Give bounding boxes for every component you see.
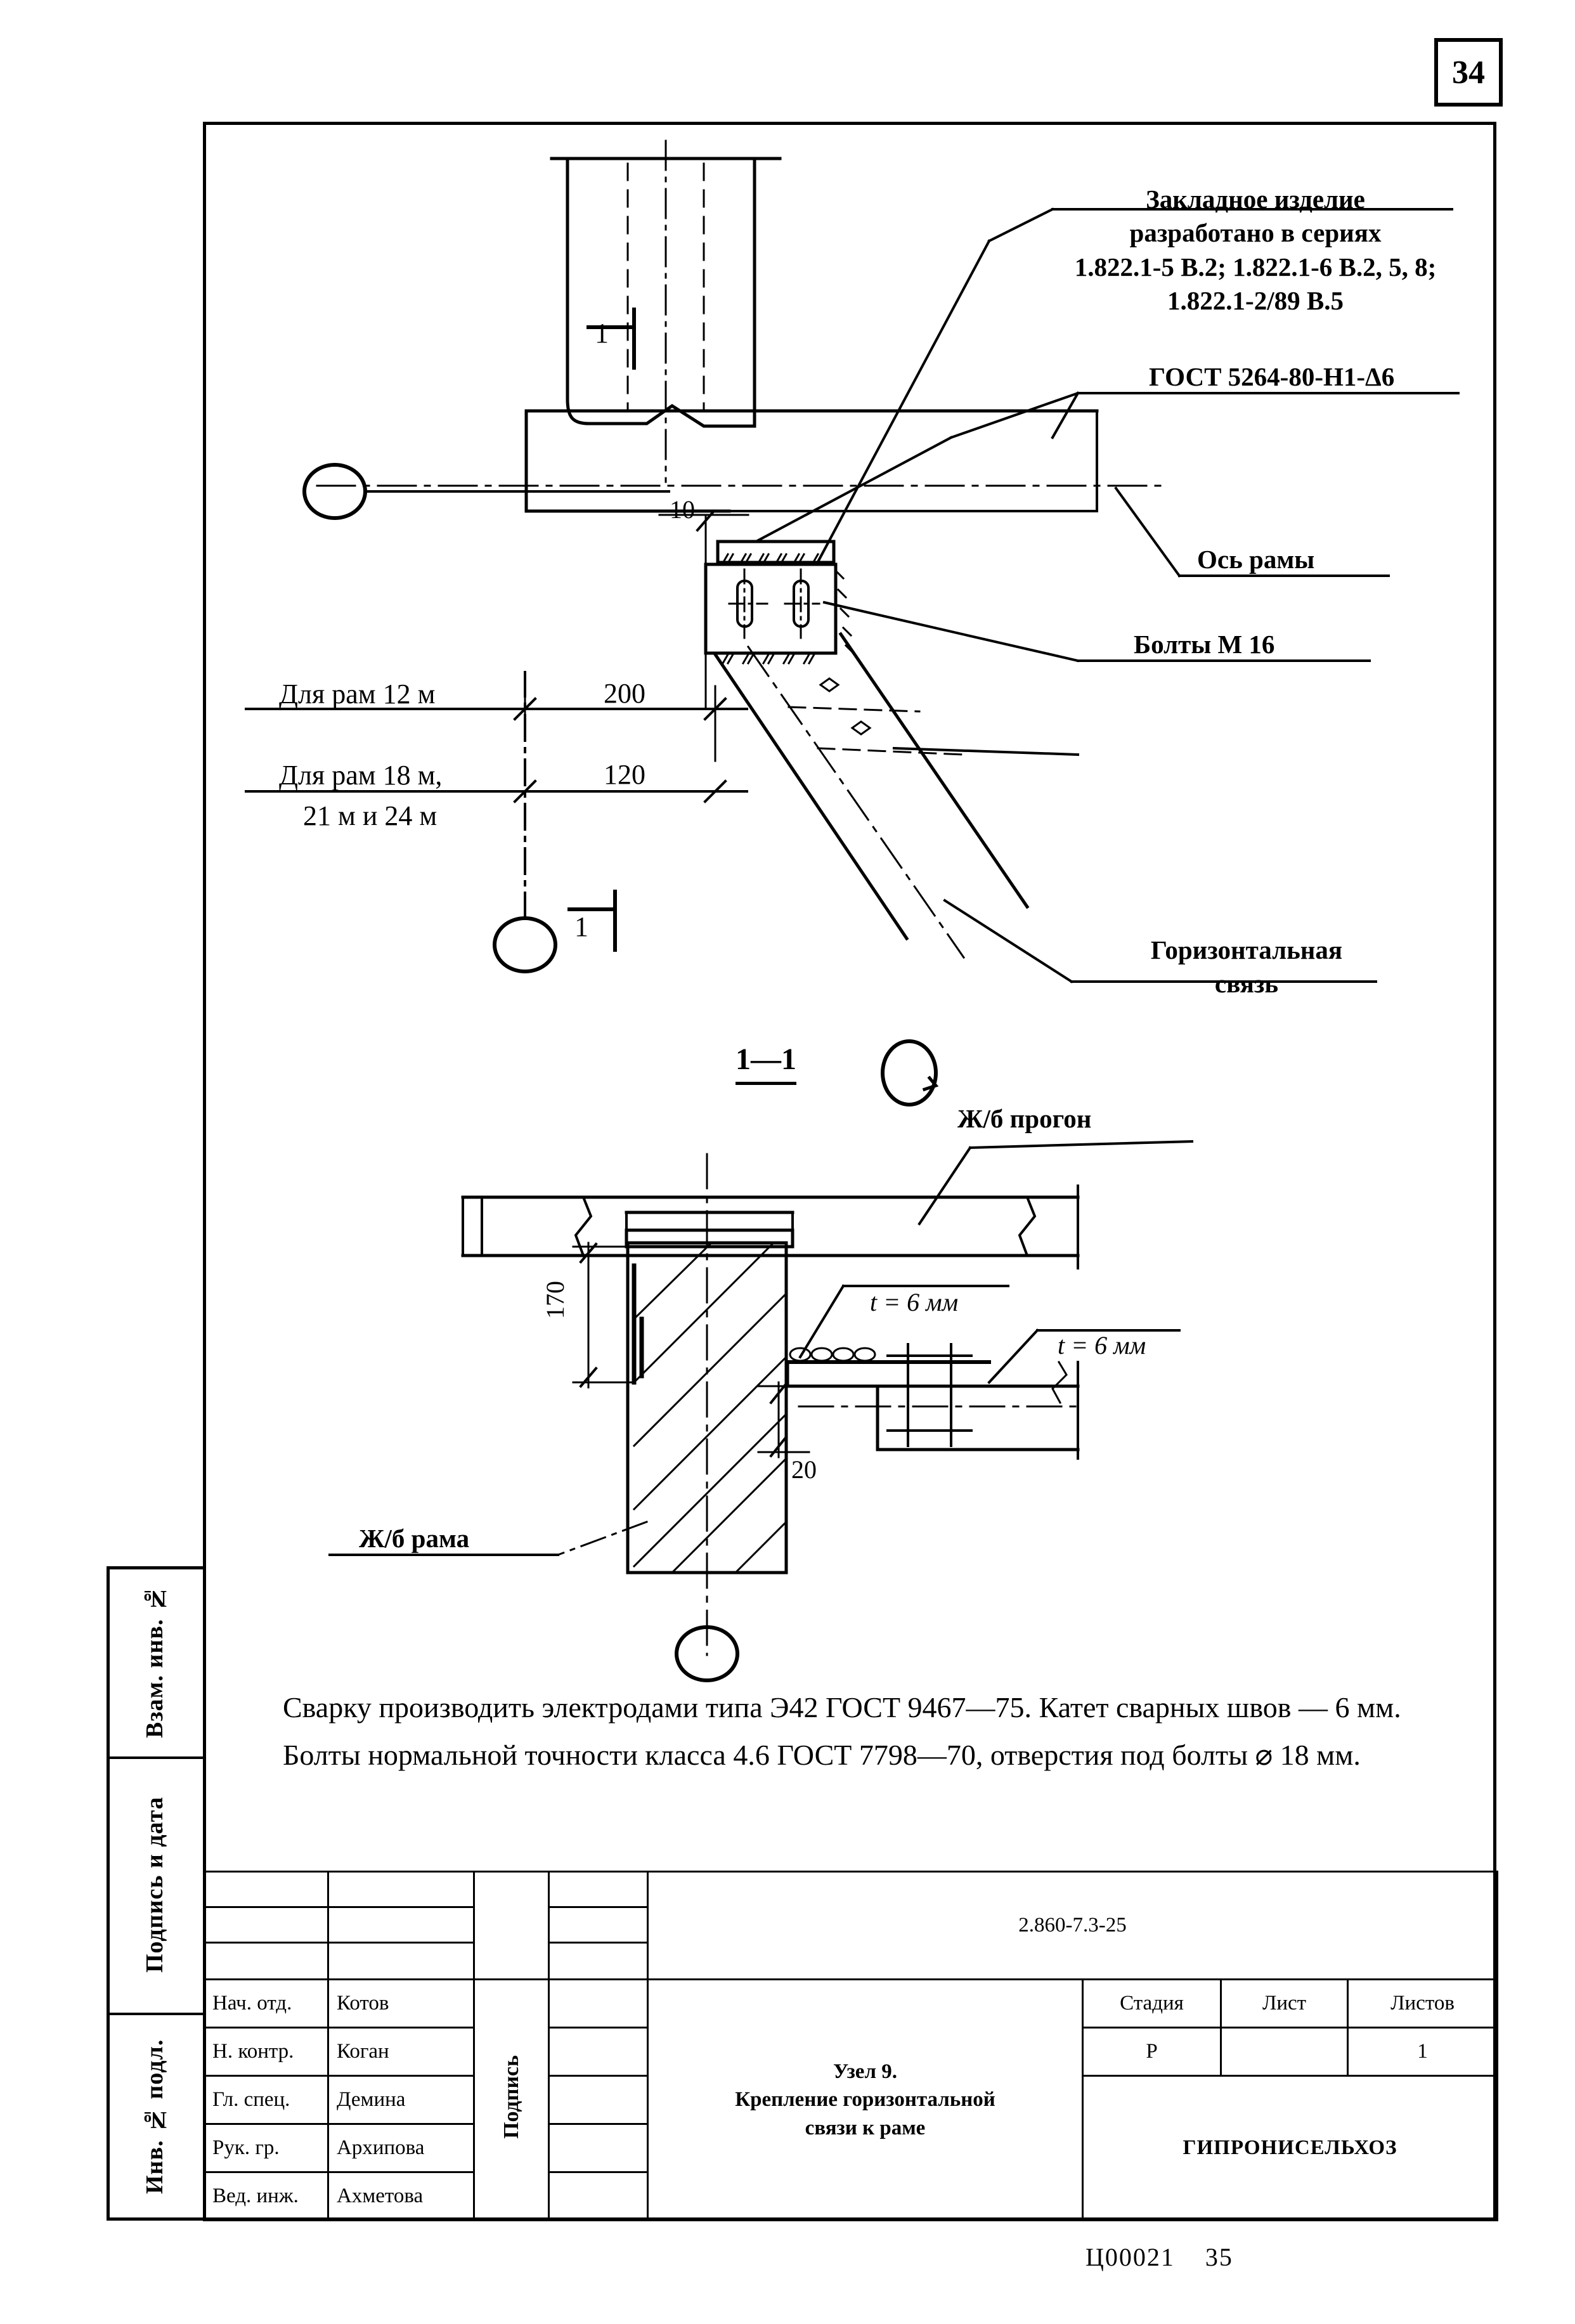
role-label-1: Н. контр. — [203, 2027, 329, 2077]
annotation-frame-axis: Ось рамы — [1197, 545, 1315, 574]
dimension-label-frames-21-24m: 21 м и 24 м — [303, 800, 438, 831]
dimension-label-frames-18m: Для рам 18 м, — [279, 760, 443, 791]
drawing-title-line1: Узел 9. — [833, 2060, 897, 2083]
drawing-title: Узел 9. Крепление горизонтальной связи к… — [647, 1978, 1084, 2221]
plate-thickness-left: t = 6 мм — [870, 1288, 959, 1316]
revision-cell — [548, 1906, 649, 1944]
revision-cell — [327, 1871, 475, 1908]
role-name-3: Архипова — [327, 2123, 475, 2173]
revision-cell — [327, 1942, 475, 1980]
annotation-weld-gost: ГОСТ 5264-80-Н1-Δ6 — [1149, 362, 1395, 391]
dimension-label-frames-12m: Для рам 12 м — [279, 678, 436, 710]
date-cell-3 — [548, 2123, 649, 2173]
dimension-value-20: 20 — [791, 1455, 817, 1484]
footer-code: Ц00021 — [1086, 2243, 1175, 2271]
revision-cell — [327, 1906, 475, 1944]
sheet-value — [1220, 2027, 1349, 2077]
horizontal-tie-line1: Горизонтальная — [1150, 935, 1343, 964]
embedded-part-line3: 1.822.1-5 В.2; 1.822.1-6 В.2, 5, 8; — [1074, 252, 1437, 282]
drawing-title-line2: Крепление горизонтальной — [735, 2088, 995, 2112]
annotation-frame: Ж/б рама — [359, 1524, 470, 1553]
page-number-box: 34 — [1434, 38, 1503, 107]
signature-column: Подпись — [473, 1978, 550, 2221]
horizontal-tie-line2: связь — [1214, 969, 1279, 999]
notes-block: Сварку производить электродами типа Э42 … — [228, 1687, 1471, 1782]
section-label-1-1: 1—1 — [736, 1040, 796, 1086]
dimension-value-120: 120 — [604, 759, 645, 790]
plate-thickness-right: t = 6 мм — [1058, 1331, 1146, 1360]
revision-cell — [203, 1906, 329, 1944]
sidebar-strip — [107, 1566, 203, 2221]
annotation-bolts: Болты М 16 — [1134, 630, 1275, 659]
annotation-purlin: Ж/б прогон — [957, 1104, 1092, 1133]
signature-column-label: Подпись — [499, 2055, 523, 2139]
role-name-0: Котов — [327, 1978, 475, 2029]
revision-cell — [203, 1871, 329, 1908]
revision-cell — [473, 1871, 550, 1980]
section-mark-top: 1 — [595, 318, 609, 349]
stage-value: Р — [1082, 2027, 1222, 2077]
dimension-gap-10: 10 — [670, 495, 695, 524]
page-number: 34 — [1452, 54, 1485, 91]
date-cell-1 — [548, 2027, 649, 2077]
sidebar-divider-2 — [107, 2013, 203, 2015]
dimension-value-200: 200 — [604, 678, 645, 709]
title-block: 2.860-7.3-25 Нач. отд. Котов Подпись — [203, 1871, 1499, 2221]
stage-header: Стадия — [1082, 1978, 1222, 2029]
sidebar-divider-1 — [107, 1756, 203, 1759]
role-label-3: Рук. гр. — [203, 2123, 329, 2173]
annotation-embedded-part: Закладное изделие разработано в сериях 1… — [1053, 183, 1458, 318]
revision-cell — [548, 1942, 649, 1980]
embedded-part-line2: разработано в сериях — [1129, 218, 1382, 248]
footer-page: 35 — [1205, 2243, 1233, 2271]
sheets-header: Листов — [1346, 1978, 1499, 2029]
section-mark-bottom: 1 — [574, 911, 588, 942]
dimension-value-170: 170 — [541, 1281, 569, 1319]
date-cell-2 — [548, 2075, 649, 2125]
date-cell-0 — [548, 1978, 649, 2029]
organization-name: ГИПРОНИСЕЛЬХОЗ — [1081, 2075, 1499, 2221]
note-paragraph-1: Сварку производить электродами типа Э42 … — [283, 1691, 1401, 1724]
annotation-horizontal-tie: Горизонтальная связь — [1113, 933, 1380, 1001]
role-name-4: Ахметова — [327, 2171, 475, 2221]
sheets-value: 1 — [1346, 2027, 1499, 2077]
role-name-2: Демина — [327, 2075, 475, 2125]
document-code: 2.860-7.3-25 — [646, 1871, 1499, 1980]
role-label-2: Гл. спец. — [203, 2075, 329, 2125]
role-label-0: Нач. отд. — [203, 1978, 329, 2029]
revision-cell — [548, 1871, 649, 1908]
drawing-title-line3: связи к раме — [805, 2116, 926, 2139]
role-label-4: Вед. инж. — [203, 2171, 329, 2221]
date-cell-4 — [548, 2171, 649, 2221]
embedded-part-line4: 1.822.1-2/89 В.5 — [1167, 285, 1344, 315]
revision-cell — [203, 1942, 329, 1980]
embedded-part-line1: Закладное изделие — [1146, 185, 1365, 214]
note-paragraph-2: Болты нормальной точности класса 4.6 ГОС… — [283, 1739, 1361, 1772]
role-name-1: Коган — [327, 2027, 475, 2077]
footer: Ц00021 35 — [1086, 2242, 1233, 2272]
sheet-header: Лист — [1220, 1978, 1349, 2029]
